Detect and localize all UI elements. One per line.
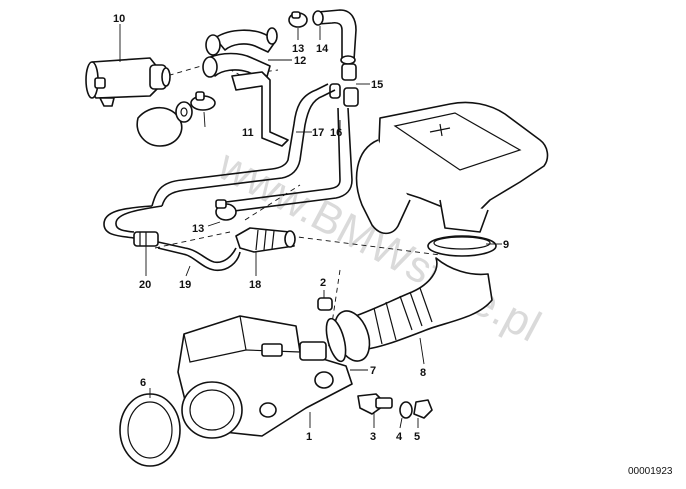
upper-hose-part [202,27,278,81]
check-valve-part [235,227,296,253]
hose-connector-part [329,63,359,107]
air-flow-meter-part [177,315,353,439]
vacuum-hose-part [103,83,353,239]
callout-label-3: 3 [370,431,376,443]
callout-label-1: 1 [306,431,312,443]
callout-label-4: 4 [396,431,403,443]
callout-label-13: 13 [292,43,304,55]
auxiliary-air-valve-part [85,57,171,107]
callout-label-20: 20 [139,279,151,291]
callout-label-7: 7 [370,365,376,377]
hose-clamp-part [288,11,308,28]
hose-clamp-part [190,91,216,111]
callout-label-16: 16 [330,127,342,139]
callout-label-10: 10 [113,13,125,25]
label-leader-lines [119,24,502,429]
callout-label-17: 17 [312,127,324,139]
callout-label-13b: 13 [192,223,204,235]
callout-label-15: 15 [371,79,383,91]
drawing-code: 00001923 [628,466,673,477]
callout-label-12: 12 [294,55,306,67]
small-hose-part [157,241,241,272]
rubber-grommet-part [317,297,333,311]
callout-label-8: 8 [420,367,426,379]
callout-label-18: 18 [249,279,261,291]
callout-label-2: 2 [320,277,326,289]
callout-label-6: 6 [140,377,146,389]
callout-labels: 10 13 14 12 15 11 17 16 13 9 2 20 19 18 … [113,13,509,443]
mounting-bracket-part [231,71,289,147]
callout-label-11: 11 [242,127,254,139]
callout-label-5: 5 [414,431,420,443]
elbow-hose-part [312,9,357,65]
hose-connector-part [136,101,193,147]
callout-label-19: 19 [179,279,191,291]
bolt-part [357,393,393,415]
hose-clamp-ring-part [427,235,497,257]
nut-part [413,399,433,419]
hose-clamp-part [215,199,237,221]
washer-part [399,401,413,419]
seal-ring-part [119,393,181,467]
callout-label-14: 14 [316,43,329,55]
callout-label-9: 9 [503,239,509,251]
air-cleaner-housing-part [355,101,549,235]
hose-clamp-part [325,317,347,363]
